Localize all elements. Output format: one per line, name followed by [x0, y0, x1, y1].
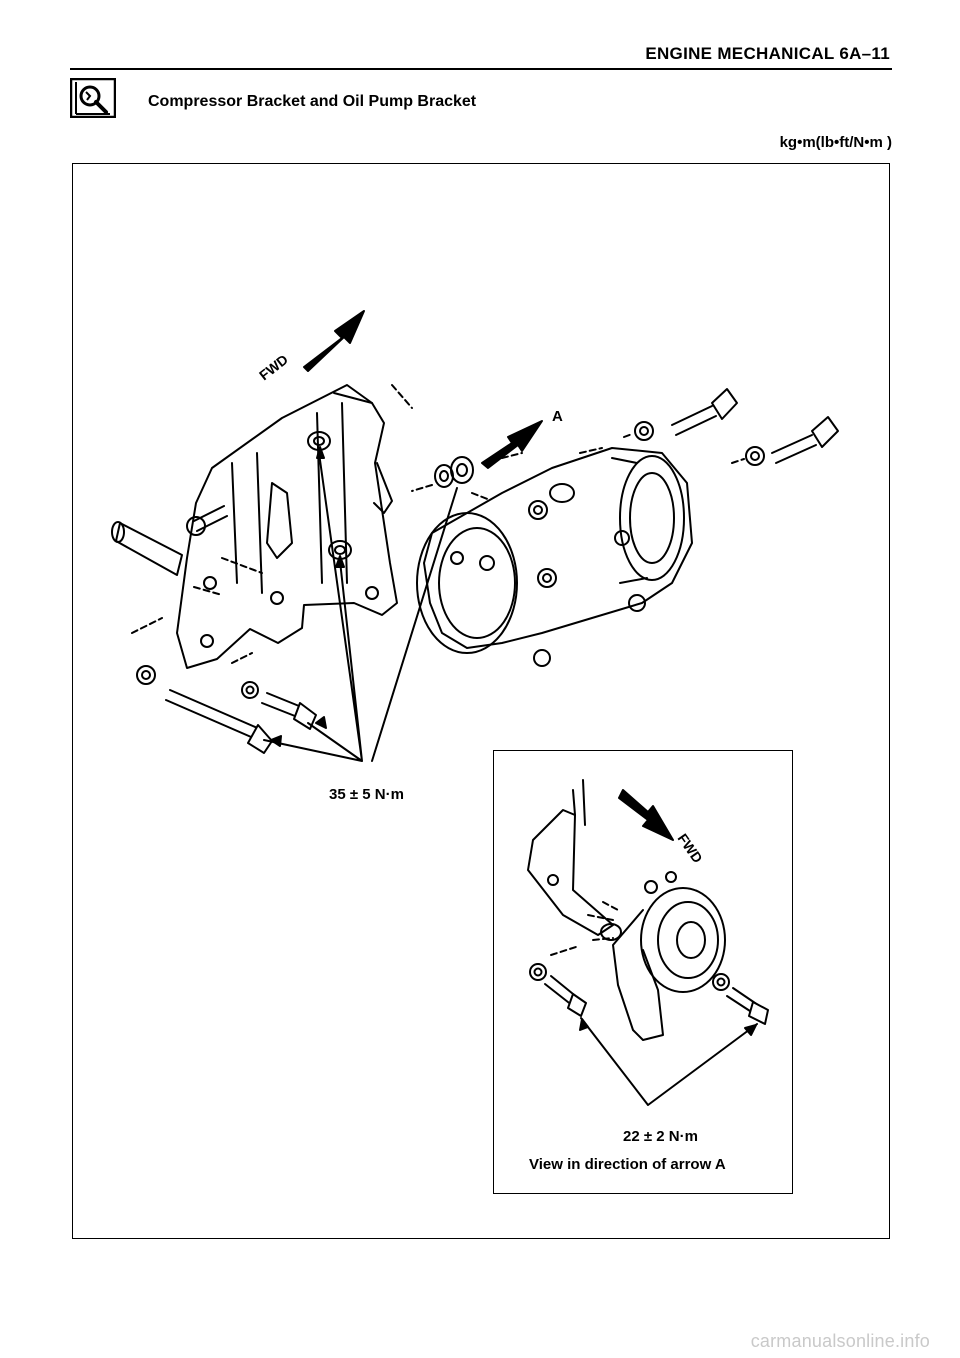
- fwd-arrow-icon: [303, 310, 365, 372]
- arrow-a-icon: [481, 420, 543, 469]
- compressor-body: [423, 447, 693, 649]
- compressor-washer: [434, 464, 454, 488]
- right-bolt-lower: [771, 434, 817, 464]
- compressor-front-cover: [416, 512, 518, 654]
- inset-caption: View in direction of arrow A: [529, 1156, 726, 1173]
- arrow-a-label: A: [552, 408, 563, 425]
- inset-right-washer: [712, 973, 730, 991]
- torque-spec-main: 35 ± 5 N·m: [329, 786, 404, 803]
- short-bolt-washer: [241, 681, 259, 699]
- right-washer-upper: [634, 421, 654, 441]
- compressor-clutch-pulley: [619, 455, 685, 581]
- compressor-bracket: [176, 384, 398, 669]
- inset-bracket: [527, 809, 614, 936]
- inset-left-washer: [529, 963, 547, 981]
- section-title: Compressor Bracket and Oil Pump Bracket: [148, 93, 477, 110]
- right-washer-lower: [745, 446, 765, 466]
- bracket-bolt-head: [186, 516, 206, 536]
- fwd-arrow-inset-icon: [618, 789, 674, 841]
- unit-label: kg•m(lb•ft/N•m ): [779, 134, 892, 151]
- compressor-bracket-exploded-diagram: FWD A: [111, 310, 839, 762]
- footer-watermark: carmanualsonline.info: [750, 1331, 930, 1351]
- short-bolt: [261, 692, 305, 719]
- torque-spec-inset: 22 ± 2 N·m: [623, 1128, 698, 1145]
- inset-pulley: [640, 887, 726, 993]
- magnifier-book-icon: [70, 78, 116, 118]
- long-bolt: [165, 689, 263, 741]
- long-bolt-washer: [136, 665, 156, 685]
- oil-pump-pipe: [115, 522, 183, 576]
- figure-frame: [72, 163, 890, 1239]
- inset-view-diagram: FWD: [527, 779, 769, 1106]
- inset-frame: [493, 750, 793, 1194]
- fwd-label-main: FWD: [256, 351, 291, 383]
- page-header-title: ENGINE MECHANICAL 6A–11: [645, 44, 890, 63]
- fwd-label-inset: FWD: [675, 831, 706, 866]
- header-rule: [70, 68, 892, 70]
- compressor-nut: [450, 456, 474, 484]
- right-bolt-upper: [671, 405, 717, 436]
